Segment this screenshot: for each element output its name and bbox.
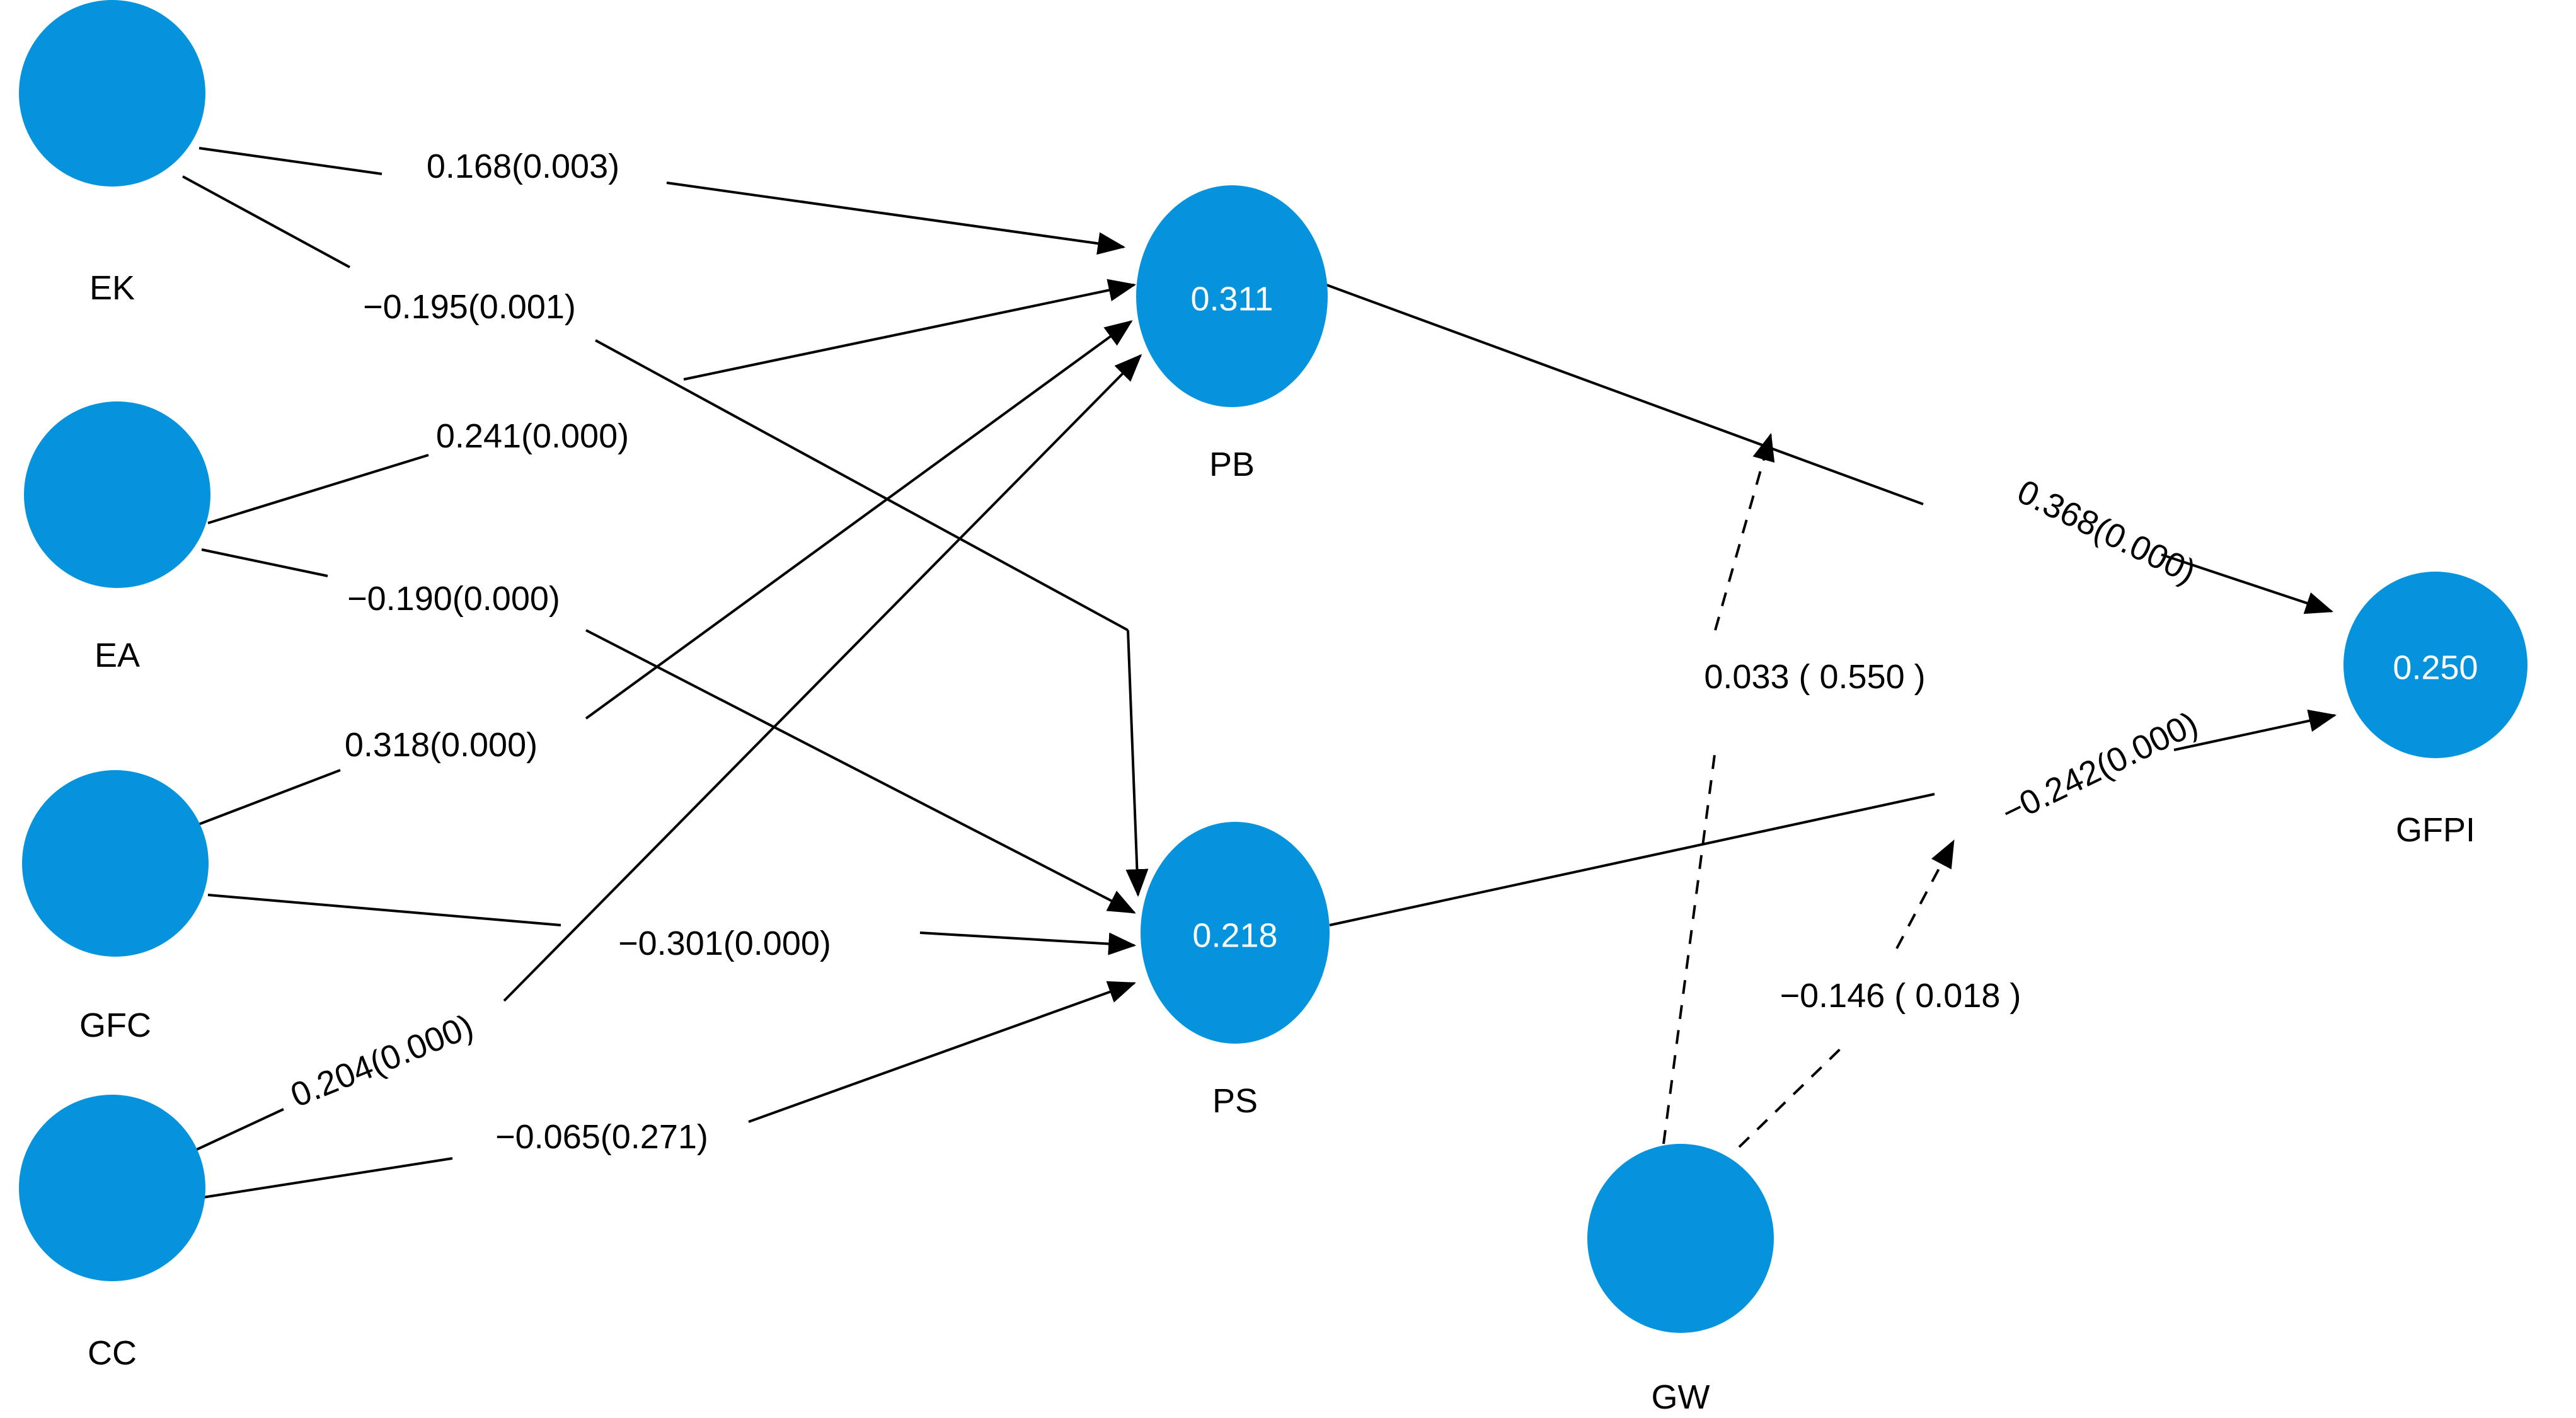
node-gfc-shape[interactable] xyxy=(22,770,209,957)
edge-ea-ps xyxy=(201,548,1136,914)
edge-gw-moderates-ps-gfpi xyxy=(1738,839,1955,1148)
node-cc-shape[interactable] xyxy=(19,1095,205,1281)
node-pb-shape[interactable] xyxy=(1136,185,1328,407)
node-ea-label: EA xyxy=(95,637,140,674)
edge-ek-pb xyxy=(198,147,1126,255)
edge-label-pb-gfpi: 0.368(0.000) xyxy=(2011,473,2202,591)
edge-label-gfc-pb: 0.318(0.000) xyxy=(345,726,538,764)
edge-label-ek-ps: −0.195(0.001) xyxy=(363,288,576,326)
edge-label-ea-pb: 0.241(0.000) xyxy=(436,417,629,455)
node-ps-label: PS xyxy=(1212,1082,1258,1120)
node-cc[interactable]: CC xyxy=(19,1095,205,1372)
node-pb-value: 0.311 xyxy=(1190,280,1273,318)
node-gfpi-shape[interactable] xyxy=(2343,572,2527,758)
edge-label-gw-mod-pb: 0.033 ( 0.550 ) xyxy=(1704,658,1925,696)
node-gfc[interactable]: GFC xyxy=(22,770,209,1044)
edge-label-cc-ps: −0.065(0.271) xyxy=(495,1118,708,1156)
node-gfpi-label: GFPI xyxy=(2396,811,2475,849)
node-ek-shape[interactable] xyxy=(19,0,205,187)
node-gfpi[interactable]: 0.250 GFPI xyxy=(2343,572,2527,849)
node-cc-label: CC xyxy=(88,1334,137,1372)
edge-group-solid xyxy=(182,147,2337,1199)
edge-gfc-ps xyxy=(207,894,1137,955)
edge-label-ps-gfpi: −0.242(0.000) xyxy=(1996,705,2204,832)
node-pb[interactable]: 0.311 PB xyxy=(1136,185,1328,483)
node-ek-label: EK xyxy=(89,269,135,307)
node-ea[interactable]: EA xyxy=(24,401,210,674)
node-gw-label: GW xyxy=(1652,1378,1710,1416)
edge-label-ea-ps: −0.190(0.000) xyxy=(347,580,560,618)
edge-cc-pb xyxy=(195,354,1142,1151)
edge-ea-pb xyxy=(207,279,1137,524)
edge-gw-moderates-pb-gfpi xyxy=(1662,432,1775,1144)
node-ps-value: 0.218 xyxy=(1192,916,1277,954)
edge-group-dashed xyxy=(1662,432,1955,1148)
node-gw-shape[interactable] xyxy=(1587,1144,1774,1333)
node-gw[interactable]: GW xyxy=(1587,1144,1774,1416)
node-ps-shape[interactable] xyxy=(1141,822,1330,1044)
edge-label-gfc-ps: −0.301(0.000) xyxy=(618,925,831,962)
edge-cc-ps xyxy=(202,981,1137,1199)
node-gfc-label: GFC xyxy=(79,1006,151,1044)
edge-pb-gfpi xyxy=(1326,284,2334,614)
edge-label-cc-pb: 0.204(0.000) xyxy=(285,1007,478,1114)
node-gfpi-value: 0.250 xyxy=(2393,648,2478,686)
edge-label-gw-mod-ps: −0.146 ( 0.018 ) xyxy=(1780,977,2021,1015)
node-pb-label: PB xyxy=(1209,446,1255,483)
node-group: EK EA GFC CC 0.311 PB xyxy=(19,0,2527,1416)
node-ek[interactable]: EK xyxy=(19,0,205,307)
node-ps[interactable]: 0.218 PS xyxy=(1141,822,1330,1120)
node-ea-shape[interactable] xyxy=(24,401,210,588)
edge-ek-ps xyxy=(182,175,1149,897)
edge-label-ek-pb: 0.168(0.003) xyxy=(427,147,619,185)
edge-gfc-pb xyxy=(195,320,1133,827)
edge-ps-gfpi xyxy=(1329,710,2337,926)
